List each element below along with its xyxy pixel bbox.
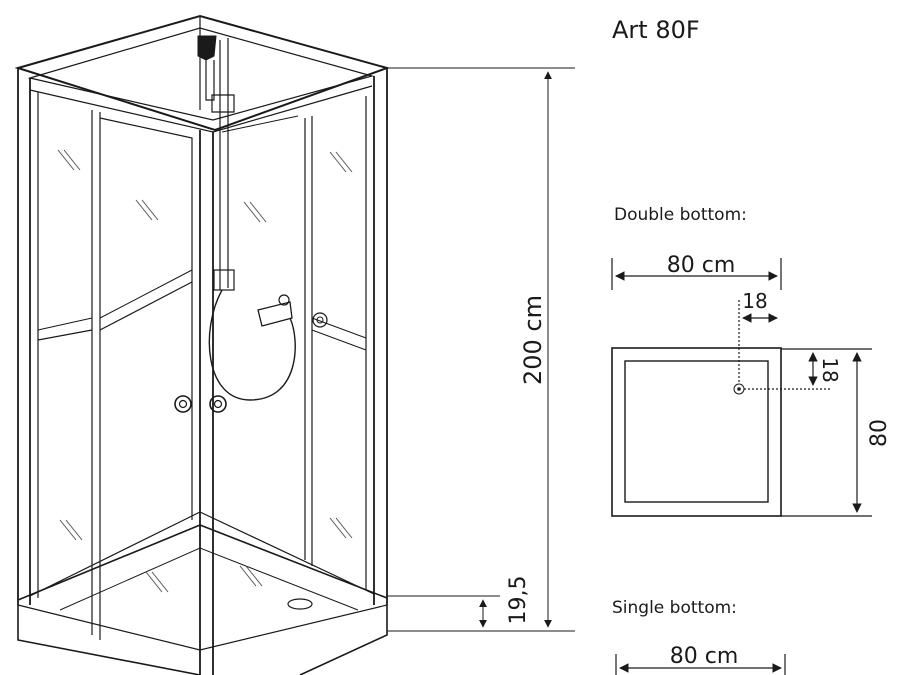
door-handle-left-icon: [174, 395, 192, 413]
right-post: [373, 68, 388, 605]
drain-offset-x-label: 18: [742, 289, 767, 313]
single-bottom-heading: Single bottom:: [612, 598, 737, 618]
drain: [287, 598, 313, 610]
height-total-label: 200 cm: [519, 295, 547, 385]
tray-outer: [611, 347, 782, 517]
double-bottom-depth-label: 80: [867, 419, 892, 447]
left-post: [17, 68, 31, 605]
top-frame: [14, 14, 391, 132]
tray-inner: [624, 360, 769, 503]
shower-rail: [219, 38, 229, 290]
glass-reflections: [57, 149, 353, 593]
top-frame-inner: [27, 27, 375, 121]
shower-cabin-drawing: [14, 14, 391, 675]
shower-hose-icon: [208, 289, 296, 401]
base-height-label: 19,5: [506, 576, 531, 625]
product-title: Art 80F: [612, 16, 700, 44]
double-bottom-plan: [611, 258, 872, 517]
shower-head-icon: [197, 35, 217, 61]
shower-tray: [17, 524, 388, 601]
door-handle-right-icon: [209, 395, 227, 413]
single-bottom-width-label: 80 cm: [670, 644, 739, 669]
single-bottom-plan: [615, 654, 786, 675]
drain-offset-y-label: 18: [818, 357, 842, 382]
height-dimension: [387, 67, 575, 632]
double-bottom-width-label: 80 cm: [667, 253, 736, 278]
double-bottom-heading: Double bottom:: [614, 205, 747, 225]
front-post: [199, 130, 214, 675]
mixer-valve-icon: [257, 301, 293, 327]
